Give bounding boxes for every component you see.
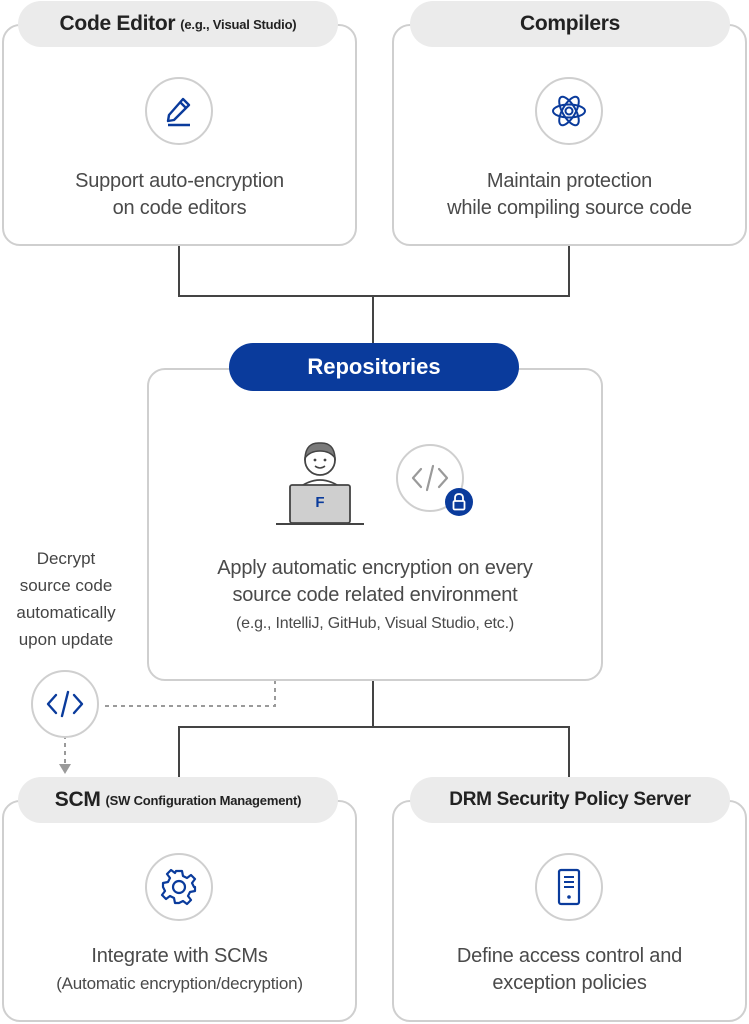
decrypt-code-icon <box>31 670 99 738</box>
scm-title: SCM <box>54 788 101 811</box>
server-icon <box>535 853 603 921</box>
decrypt-note-line2: source code <box>19 576 113 595</box>
scm-description: Integrate with SCMs (Automatic encryptio… <box>2 943 357 997</box>
connector-to-repositories <box>372 295 374 345</box>
compilers-line1: Maintain protection <box>486 170 653 192</box>
connector-code-editor-down <box>178 245 180 297</box>
drm-line1: Define access control and <box>456 945 683 967</box>
connector-top-horizontal <box>178 295 570 297</box>
developer-laptop-icon <box>276 442 364 525</box>
lock-icon <box>445 488 473 516</box>
scm-pill: SCM (SW Configuration Management) <box>18 777 338 823</box>
connector-bottom-horizontal <box>178 726 570 728</box>
code-editor-line2: on code editors <box>112 197 247 219</box>
decrypt-note: Decrypt source code automatically upon u… <box>0 545 132 653</box>
compilers-title: Compilers <box>520 12 620 35</box>
connector-drm-up <box>568 726 570 778</box>
code-editor-title: Code Editor <box>59 12 176 35</box>
repositories-pill: Repositories <box>229 343 519 391</box>
code-editor-description: Support auto-encryption on code editors <box>2 168 357 222</box>
drm-pill: DRM Security Policy Server <box>410 777 730 823</box>
code-icon <box>396 444 464 512</box>
code-editor-subtitle: (e.g., Visual Studio) <box>180 16 297 32</box>
connector-repositories-down <box>372 680 374 728</box>
gear-icon <box>145 853 213 921</box>
atom-icon <box>535 77 603 145</box>
repositories-line1: Apply automatic encryption on every <box>217 557 533 579</box>
repositories-line2: source code related environment <box>232 584 518 606</box>
connector-scm-up <box>178 726 180 778</box>
compilers-description: Maintain protection while compiling sour… <box>392 168 747 222</box>
repositories-title: Repositories <box>307 354 441 379</box>
repositories-card <box>147 368 603 681</box>
drm-title: DRM Security Policy Server <box>449 789 691 810</box>
compilers-line2: while compiling source code <box>447 197 692 219</box>
repositories-description: Apply automatic encryption on every sour… <box>147 555 603 639</box>
repositories-line3: (e.g., IntelliJ, GitHub, Visual Studio, … <box>236 615 514 632</box>
drm-line2: exception policies <box>492 972 647 994</box>
connector-compilers-down <box>568 245 570 297</box>
scm-line1: Integrate with SCMs <box>91 945 268 967</box>
laptop-logo: F <box>315 494 325 511</box>
code-editor-line1: Support auto-encryption <box>75 170 284 192</box>
scm-subtitle: (SW Configuration Management) <box>105 792 302 808</box>
decrypt-note-line1: Decrypt <box>36 549 96 568</box>
scm-line2: (Automatic encryption/decryption) <box>56 974 303 993</box>
compilers-pill: Compilers <box>410 1 730 47</box>
compilers-card <box>392 24 747 246</box>
code-editor-pill: Code Editor (e.g., Visual Studio) <box>18 1 338 47</box>
decrypt-note-line4: upon update <box>18 630 114 649</box>
drm-description: Define access control and exception poli… <box>392 943 747 997</box>
decrypt-note-line3: automatically <box>16 603 116 622</box>
pencil-icon <box>145 77 213 145</box>
